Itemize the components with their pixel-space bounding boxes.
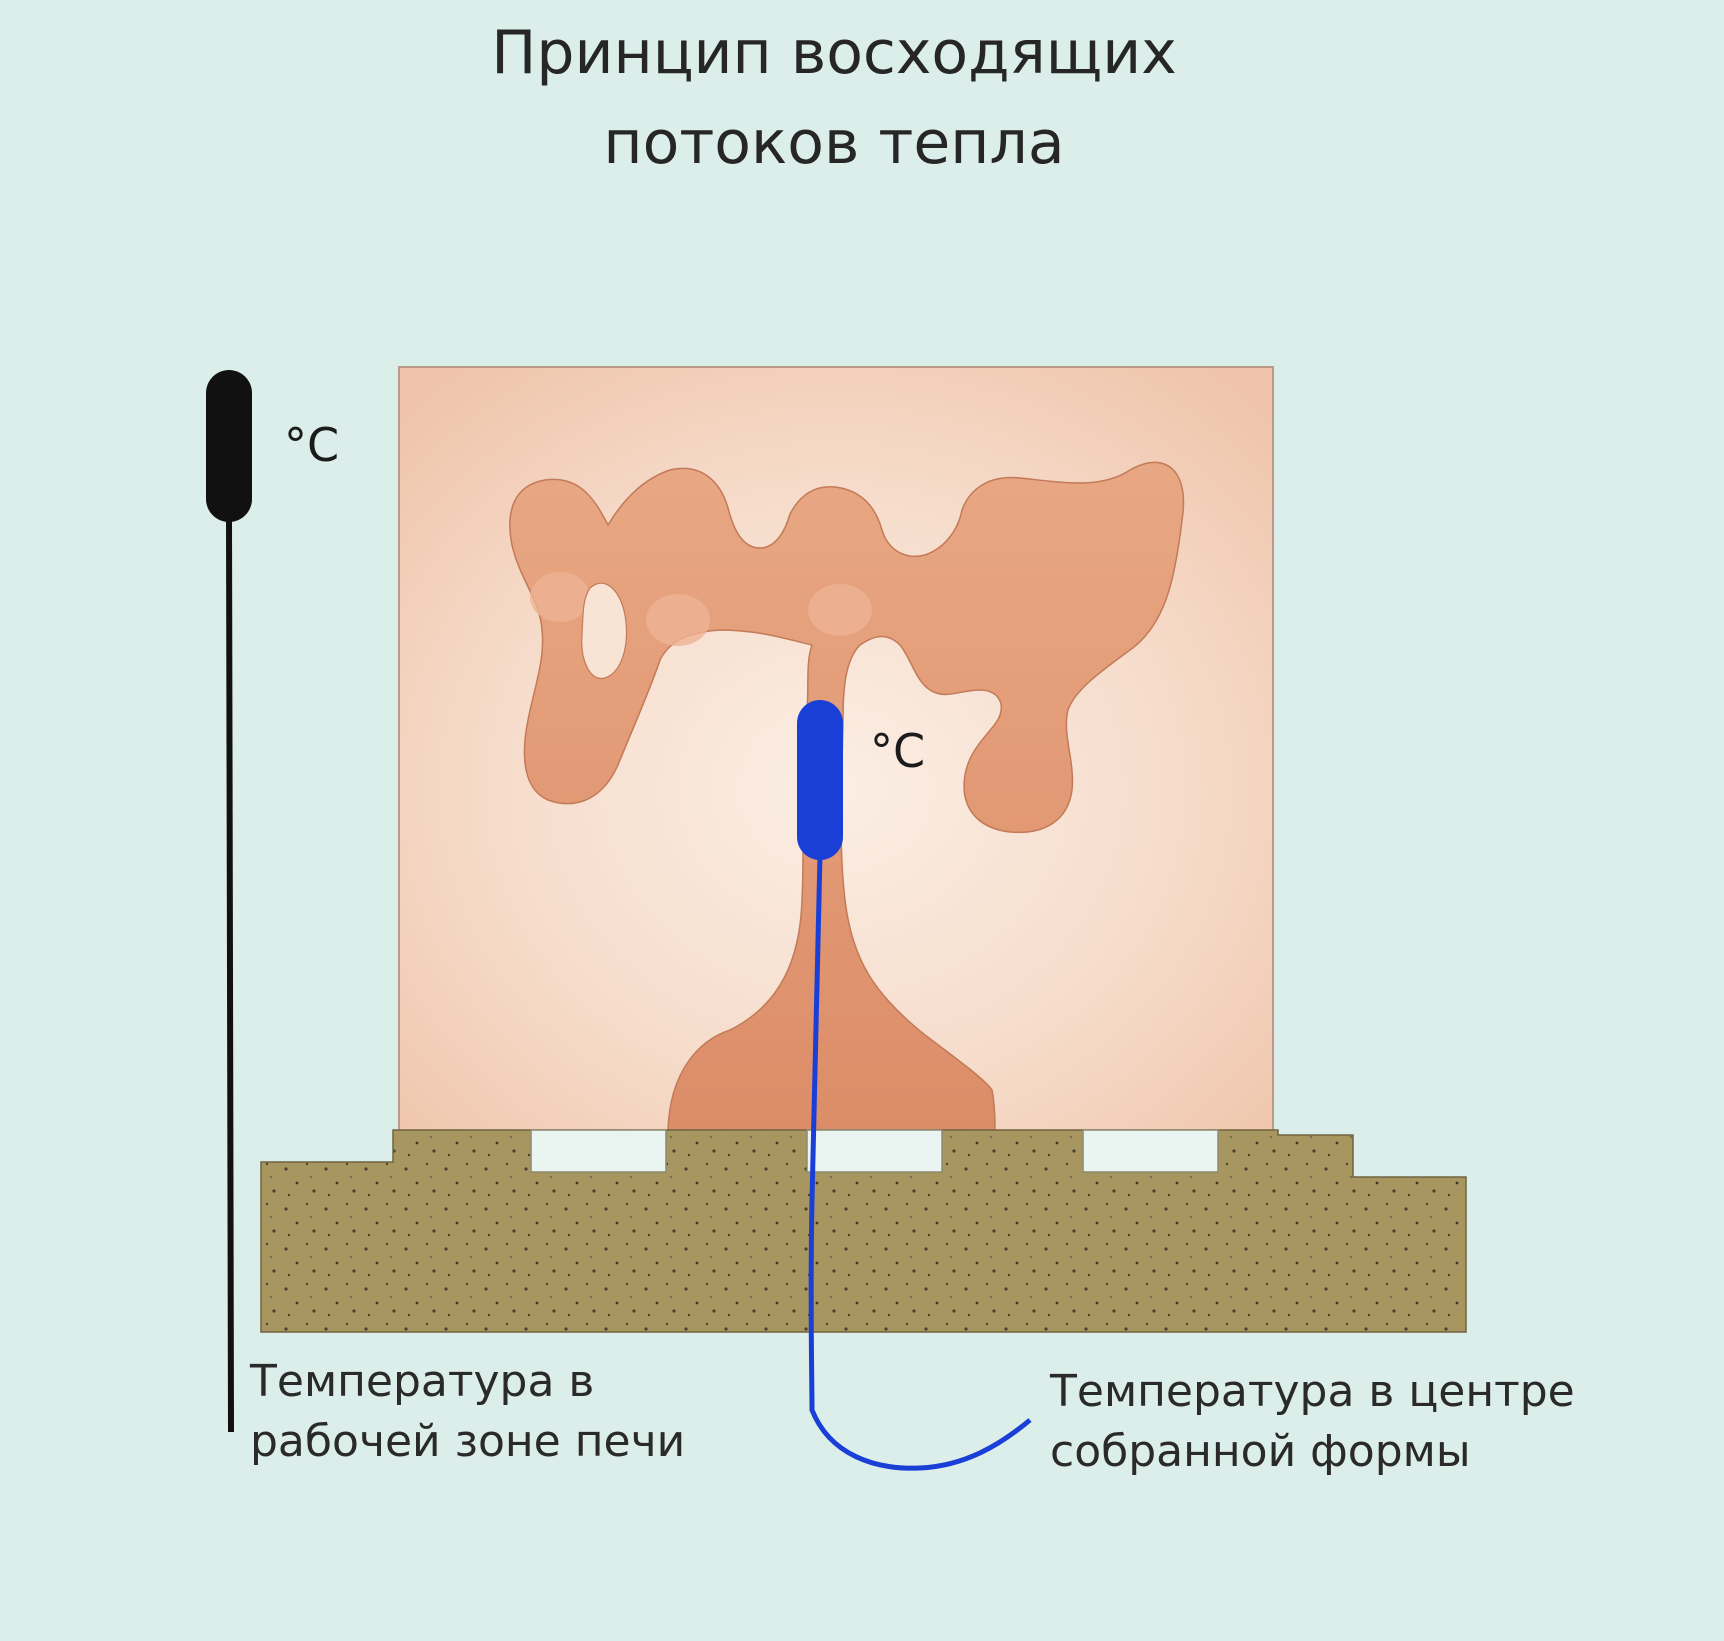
left-thermometer-bulb [206,370,252,522]
right-caption-line-1: Температура в центре [1050,1362,1575,1422]
center-thermometer-caption: Температура в центре собранной формы [1050,1362,1575,1482]
left-thermometer-wire [229,520,231,1432]
shelf-slot-2 [807,1130,942,1172]
right-caption-line-2: собранной формы [1050,1422,1575,1482]
left-thermometer-unit: °C [284,418,339,472]
center-thermometer-unit: °C [870,724,925,778]
center-thermometer-bulb [797,700,843,860]
left-thermometer-caption: Температура в рабочей зоне печи [250,1352,685,1472]
casting-highlight-1 [530,572,590,622]
casting-highlight-3 [808,584,872,636]
shelf-slot-1 [531,1130,666,1172]
left-caption-line-2: рабочей зоне печи [250,1412,685,1472]
left-caption-line-1: Температура в [250,1352,685,1412]
casting-hole-left [582,583,627,678]
shelf-slot-3 [1083,1130,1218,1172]
casting-highlight-2 [646,594,710,646]
